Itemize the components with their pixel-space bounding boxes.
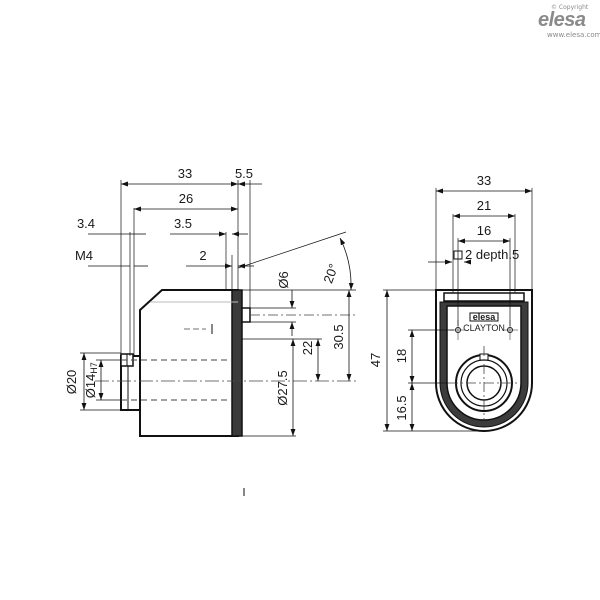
- front-view-dimensions: 33 21 16 2 depth.5 47 18 16.5: [368, 173, 533, 432]
- dim-33-side: 33: [178, 166, 192, 181]
- dim-3-5: 3.5: [174, 216, 192, 231]
- dim-d14-tolerance: H7: [89, 362, 99, 374]
- dim-16: 16: [477, 223, 491, 238]
- dim-5-5: 5.5: [235, 166, 253, 181]
- dim-d27-5: Ø27.5: [275, 370, 290, 405]
- dim-3-4: 3.4: [77, 216, 95, 231]
- locating-pin: [241, 307, 251, 323]
- dim-d14: Ø14: [83, 374, 98, 399]
- dim-26: 26: [179, 191, 193, 206]
- dim-21: 21: [477, 198, 491, 213]
- dim-30-5: 30.5: [331, 324, 346, 349]
- square-symbol-icon: [453, 250, 463, 260]
- dim-2: 2: [199, 248, 206, 263]
- dim-22: 22: [300, 341, 315, 355]
- elesa-logo[interactable]: elesa: [538, 9, 586, 31]
- dim-angle-20: 20°: [320, 262, 341, 286]
- dim-m4: M4: [75, 248, 93, 263]
- dim-d6: Ø6: [276, 271, 291, 288]
- side-view: [95, 289, 356, 496]
- plate-brand-text: elesa: [473, 312, 497, 322]
- dim-33-front: 33: [477, 173, 491, 188]
- website-url[interactable]: www.elesa.com: [547, 31, 600, 39]
- side-flange: [231, 289, 243, 437]
- side-view-dimensions: 33 5.5 26 3.4 3.5 M4 2 20° Ø6: [64, 166, 356, 437]
- brand-plate: [469, 312, 499, 322]
- indicator-band: [443, 292, 525, 302]
- front-view: elesa CLAYTON: [435, 289, 533, 432]
- dim-16-5: 16.5: [394, 395, 409, 420]
- dim-47: 47: [368, 353, 383, 367]
- dim-18: 18: [394, 349, 409, 363]
- copyright-text: © Copyright: [551, 4, 589, 11]
- dim-square-depth: 2 depth.5: [465, 247, 519, 262]
- model-text: CLAYTON: [463, 323, 505, 333]
- dim-d20: Ø20: [64, 370, 79, 395]
- side-body: [139, 289, 239, 437]
